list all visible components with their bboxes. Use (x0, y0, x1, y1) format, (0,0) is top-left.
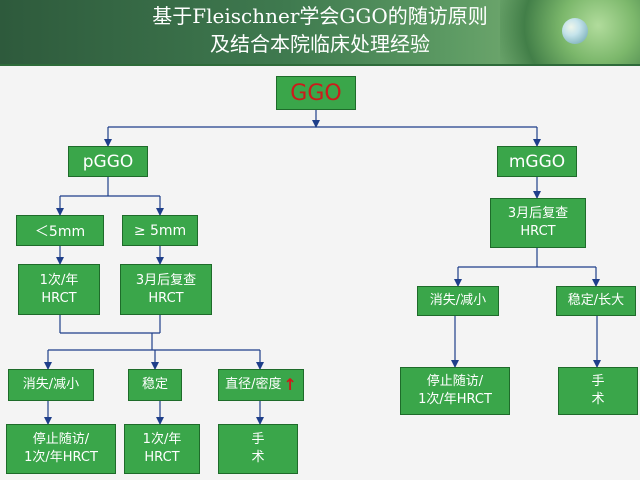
node-m-stop-followup-line2: 1次/年HRCT (418, 392, 492, 407)
node-annual-hrct: 1次/年 HRCT (18, 264, 100, 315)
node-stop-followup: 停止随访/ 1次/年HRCT (6, 424, 116, 474)
water-drop-image (562, 18, 588, 44)
node-surgery: 手 术 (218, 424, 298, 474)
node-m-three-months-hrct: 3月后复查 HRCT (490, 198, 586, 248)
node-annual-hrct-line2: HRCT (41, 290, 77, 306)
node-m-surgery-line1: 手 (591, 374, 605, 389)
node-mggo: mGGO (497, 146, 577, 177)
node-yearly-hrct-line1: 1次/年 (142, 432, 182, 447)
node-vanish-shrink: 消失/减小 (8, 369, 94, 401)
node-three-months-line2: HRCT (148, 290, 184, 306)
node-diameter-density-label: 直径/密度 (225, 377, 282, 392)
header-banner (0, 0, 640, 64)
node-diameter-density: 直径/密度↑ (218, 369, 304, 401)
node-annual-hrct-line1: 1次/年 (39, 272, 79, 288)
node-m-surgery-line2: 术 (591, 392, 605, 407)
node-m-stop-followup: 停止随访/ 1次/年HRCT (400, 367, 510, 415)
node-yearly-hrct: 1次/年 HRCT (124, 424, 200, 474)
node-m-surgery: 手 术 (558, 367, 638, 415)
node-m-vanish-shrink: 消失/减小 (417, 286, 499, 316)
node-m-stop-followup-line1: 停止随访/ (426, 374, 484, 389)
node-three-months-line1: 3月后复查 (135, 272, 197, 288)
node-ggo: GGO (276, 76, 356, 110)
node-stop-followup-line2: 1次/年HRCT (24, 450, 98, 465)
node-stable: 稳定 (128, 369, 182, 401)
node-stop-followup-line1: 停止随访/ (32, 432, 90, 447)
node-surgery-line2: 术 (251, 450, 265, 465)
node-three-months-hrct: 3月后复查 HRCT (120, 264, 212, 315)
node-lt5mm: ＜5mm (16, 215, 104, 246)
node-yearly-hrct-line2: HRCT (144, 450, 180, 465)
node-m-three-months-line2: HRCT (520, 224, 556, 239)
title-line-2: 及结合本院临床处理经验 (210, 32, 430, 56)
node-pggo: pGGO (68, 146, 148, 177)
node-ge5mm: ≥ 5mm (122, 215, 198, 246)
node-m-stable-grow: 稳定/长大 (556, 286, 636, 316)
title-line-1: 基于Fleischner学会GGO的随访原则 (152, 4, 488, 28)
increase-arrow-icon: ↑ (283, 375, 297, 394)
header-divider (0, 64, 640, 66)
node-surgery-line1: 手 (251, 432, 265, 447)
node-m-three-months-line1: 3月后复查 (507, 206, 569, 221)
